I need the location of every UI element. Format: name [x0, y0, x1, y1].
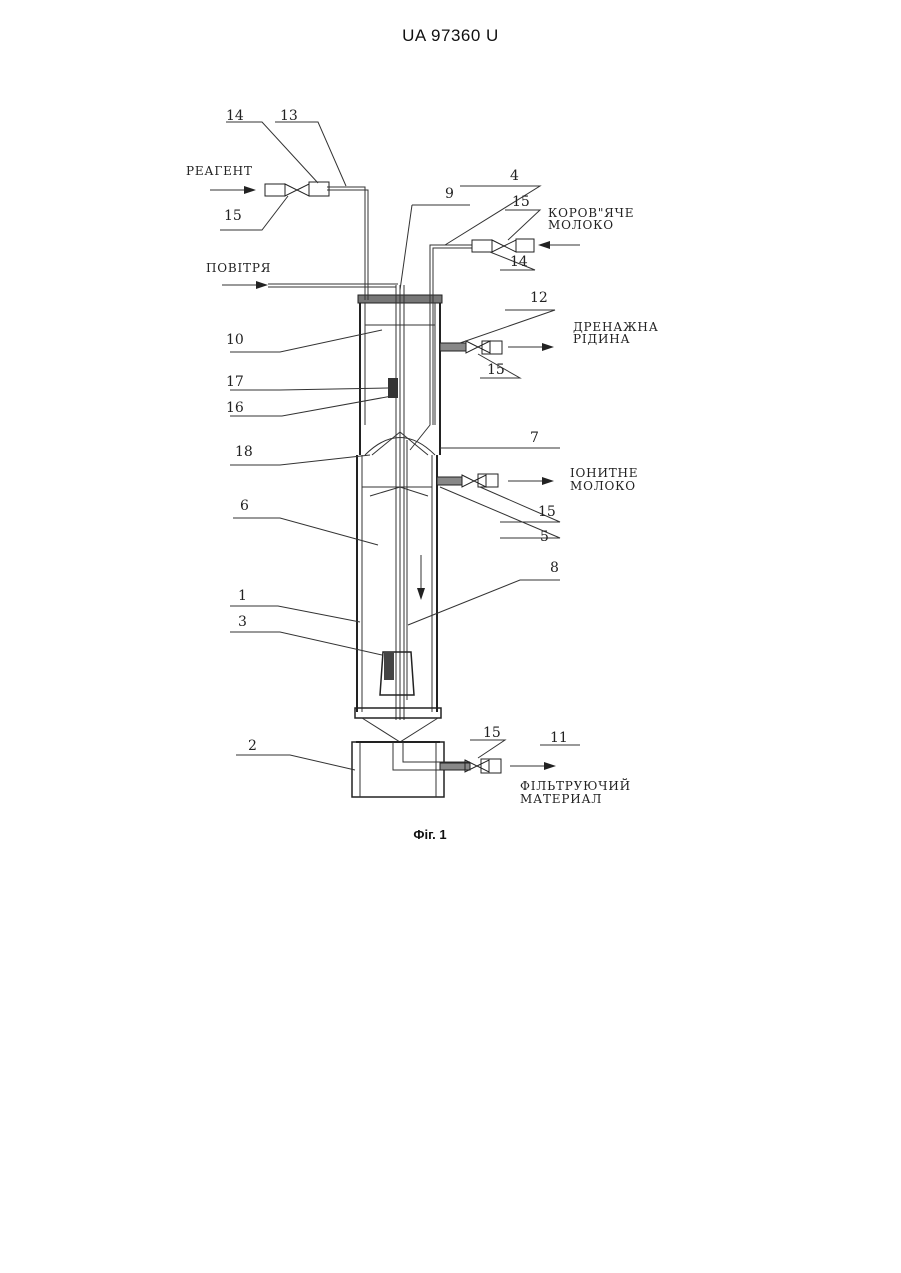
figure-caption: Фіг. 1: [0, 827, 860, 842]
label-drain-line2: РІДИНА: [573, 332, 630, 346]
ref-14-top: 14: [226, 108, 244, 124]
label-filter-line1: ФІЛЬТРУЮЧИЙ: [520, 777, 631, 793]
ref-16: 16: [226, 400, 244, 416]
ref-17: 17: [226, 374, 244, 390]
label-filter-line2: МАТЕРИАЛ: [520, 792, 602, 806]
label-cow-milk-line2: МОЛОКО: [548, 218, 614, 232]
ref-9: 9: [445, 186, 454, 202]
ref-13: 13: [280, 108, 298, 124]
ref-11: 11: [550, 730, 568, 746]
ref-3: 3: [238, 614, 247, 630]
ref-1: 1: [238, 588, 247, 604]
ref-15-drain: 15: [487, 362, 505, 378]
label-ionite-line2: МОЛОКО: [570, 479, 636, 493]
ref-2: 2: [248, 738, 257, 754]
ref-5: 5: [540, 529, 549, 545]
ref-4: 4: [510, 168, 519, 184]
ref-15-cow: 15: [512, 194, 530, 210]
ref-12: 12: [530, 290, 548, 306]
label-reagent: РЕАГЕНТ: [186, 164, 253, 178]
ref-18: 18: [235, 444, 253, 460]
ref-15-ionite: 15: [538, 504, 556, 520]
ref-10: 10: [226, 332, 244, 348]
ref-7: 7: [530, 430, 539, 446]
ref-15-filter: 15: [483, 725, 501, 741]
ref-14-cow: 14: [510, 254, 528, 270]
ref-8: 8: [550, 560, 559, 576]
ref-15-reagent: 15: [224, 208, 242, 224]
label-air: ПОВІТРЯ: [206, 261, 271, 275]
label-ionite-line1: ІОНИТНЕ: [570, 466, 638, 480]
ref-6: 6: [240, 498, 249, 514]
